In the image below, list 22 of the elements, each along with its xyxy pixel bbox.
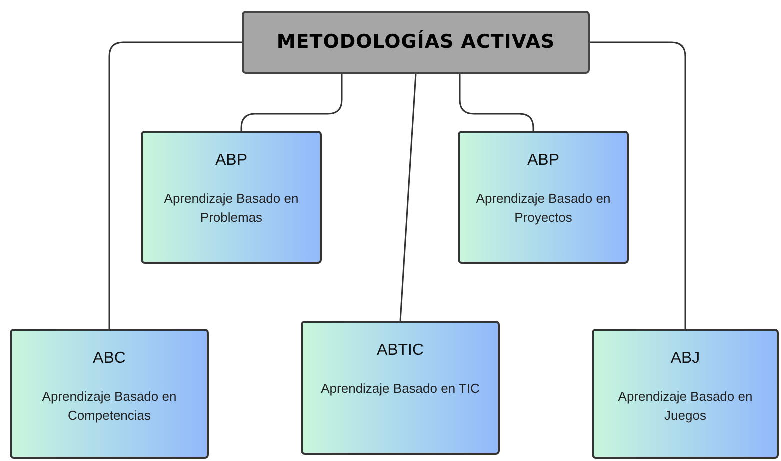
description-text: Aprendizaje Basado en Competencias [41,388,178,425]
acronym-text: ABP [527,151,560,171]
method-box [301,321,500,455]
method-box [141,131,322,264]
description-text: Aprendizaje Basado en Proyectos [475,190,612,227]
acronym-text: ABC [93,349,126,369]
description-text: Aprendizaje Basado en TIC [320,380,481,398]
description-text: Aprendizaje Basado en Juegos [617,388,754,425]
connector-line [240,74,343,131]
acronym-text: ABJ [670,349,700,369]
method-box [10,329,209,459]
acronym-text: ABP [215,151,248,171]
method-box [592,329,779,459]
title-text: METODOLOGÍAS ACTIVAS [276,29,556,56]
title-box [242,11,590,74]
acronym-text: ABTIC [376,341,424,361]
connector-line [590,42,686,329]
connector-line [459,74,534,131]
method-box [458,131,629,264]
connector-line [400,74,417,322]
connector-line [108,42,242,329]
description-text: Aprendizaje Basado en Problemas [163,190,300,227]
